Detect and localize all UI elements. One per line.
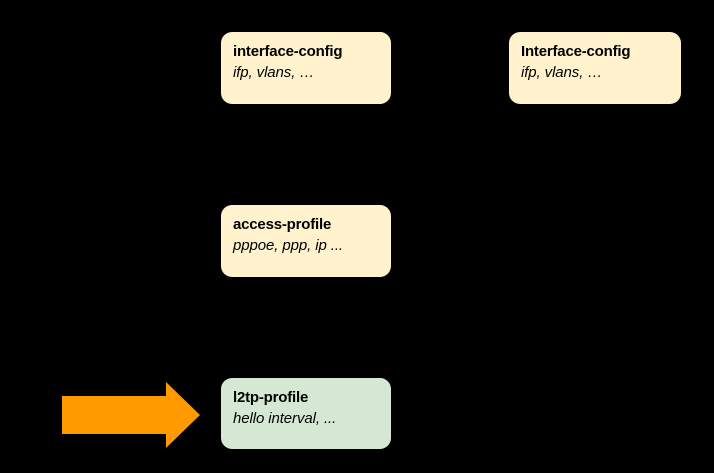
node-title: interface-config (233, 43, 343, 60)
node-title: Interface-config (521, 43, 631, 60)
highlight-arrow (62, 382, 200, 448)
node-access-profile[interactable]: access-profile pppoe, ppp, ip ... (221, 205, 391, 277)
node-interface-config-left[interactable]: interface-config ifp, vlans, … (221, 32, 391, 104)
node-subtitle: pppoe, ppp, ip ... (233, 237, 343, 254)
arrow-shape (62, 382, 200, 448)
node-subtitle: hello interval, ... (233, 410, 337, 427)
node-title: l2tp-profile (233, 389, 309, 406)
node-interface-config-right[interactable]: Interface-config ifp, vlans, … (509, 32, 681, 104)
node-subtitle: ifp, vlans, … (233, 64, 315, 81)
node-title: access-profile (233, 216, 332, 233)
node-subtitle: ifp, vlans, … (521, 64, 603, 81)
node-l2tp-profile[interactable]: l2tp-profile hello interval, ... (221, 378, 391, 449)
